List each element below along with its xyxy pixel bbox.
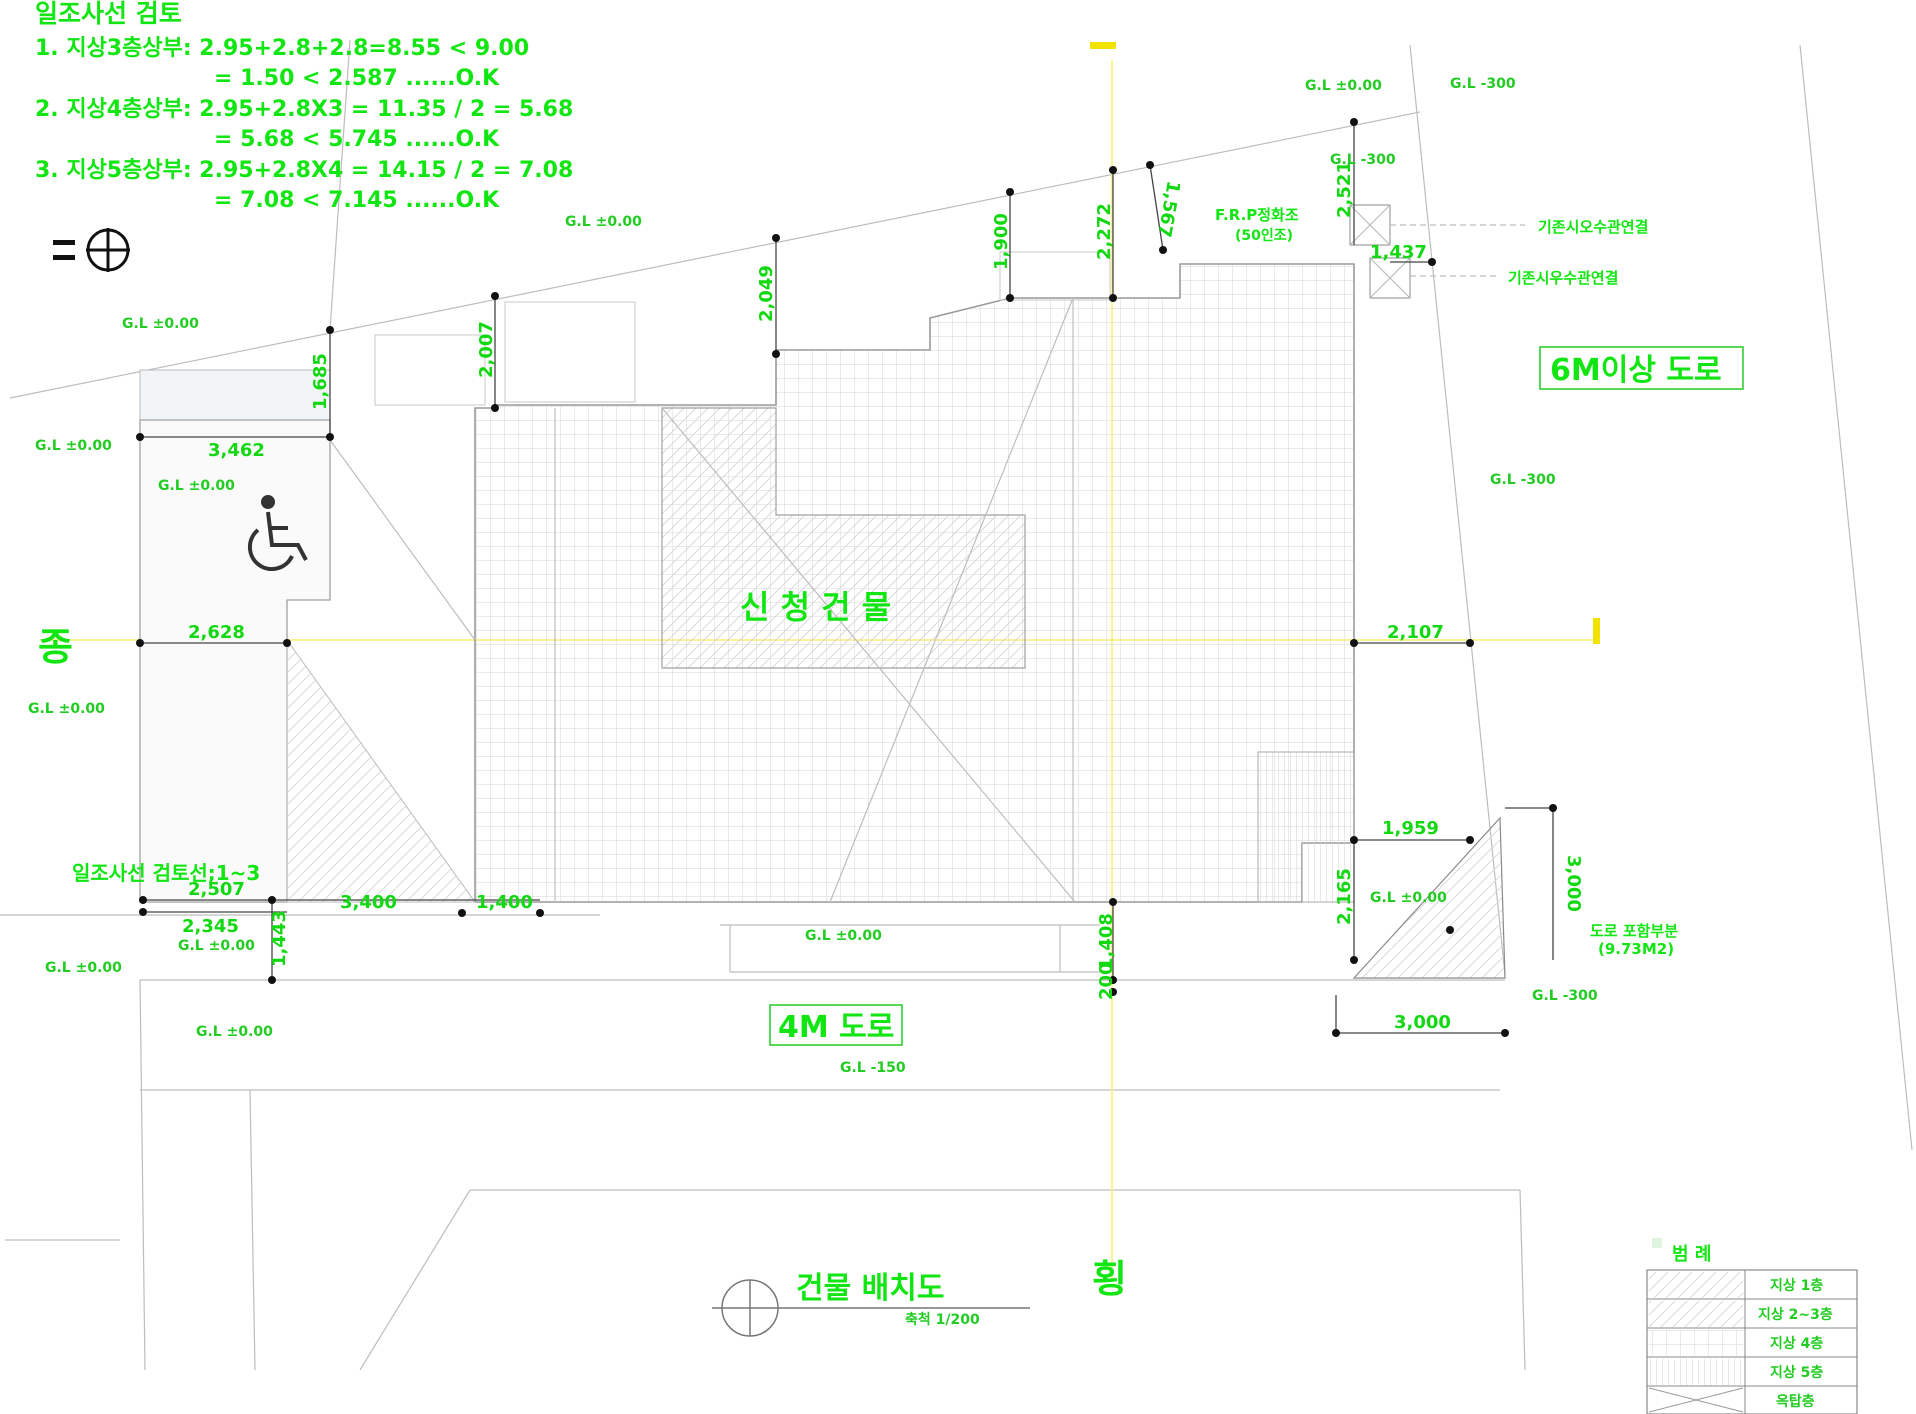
dim-text: 3,000	[1394, 1012, 1451, 1033]
sunlight-line-label: 일조사선 검토선;1~3	[72, 861, 260, 885]
gl-marker: G.L ±0.00	[35, 438, 112, 454]
dimension-texts: 3,462 2,628 2,507 2,345 1,443 3,400 1,40…	[182, 161, 1584, 1033]
gl-marker: G.L ±0.00	[196, 1024, 273, 1040]
north-arrow-icon	[53, 228, 130, 272]
dim-text: 1,567	[1153, 179, 1184, 239]
dim-text: 1,959	[1382, 818, 1439, 839]
dim-text: 2,165	[1334, 868, 1355, 925]
road-included-area: (9.73M2)	[1598, 940, 1674, 958]
dim-text: 2,507	[188, 879, 245, 900]
review-line-1: 1. 지상3층상부: 2.95+2.8+2.8=8.55 < 9.00	[35, 36, 529, 61]
dim-text: 1,685	[310, 353, 331, 410]
drawing-title: 건물 배치도	[796, 1271, 944, 1306]
dim-text: 2,628	[188, 622, 245, 643]
dim-text: 1,900	[991, 213, 1012, 270]
road-4m-label: 4M 도로	[778, 1010, 894, 1045]
dim-text: 2,049	[756, 265, 777, 322]
dim-text: 1,400	[476, 892, 533, 913]
gl-marker: G.L ±0.00	[178, 938, 255, 954]
gl-marker: G.L ±0.00	[565, 214, 642, 230]
gl-marker: G.L ±0.00	[1305, 78, 1382, 94]
gl-marker: G.L ±0.00	[122, 316, 199, 332]
sunlight-review-block: 일조사선 검토 1. 지상3층상부: 2.95+2.8+2.8=8.55 < 9…	[35, 0, 573, 213]
dimension-lines	[140, 122, 1554, 1034]
gl-marker: G.L ±0.00	[28, 701, 105, 717]
ground-level-markers: G.L ±0.00 G.L ±0.00 G.L ±0.00 G.L -300 G…	[28, 76, 1598, 1076]
legend-item: 지상 4층	[1770, 1336, 1823, 1352]
frp-tank-label: F.R.P정화조	[1215, 206, 1299, 224]
gl-marker: G.L ±0.00	[1370, 890, 1447, 906]
building-footprint	[474, 263, 1355, 903]
review-title: 일조사선 검토	[35, 0, 182, 28]
dim-text: 2,272	[1094, 203, 1115, 260]
legend-item: 옥탑층	[1776, 1394, 1815, 1410]
legend-item: 지상 5층	[1770, 1365, 1823, 1381]
review-line-5: 3. 지상5층상부: 2.95+2.8X4 = 14.15 / 2 = 7.08	[35, 158, 573, 183]
gl-marker: G.L -300	[1330, 152, 1396, 168]
dim-text: 2,345	[182, 916, 239, 937]
drawing-title-symbol-icon	[712, 1279, 1030, 1337]
gl-marker: G.L ±0.00	[805, 928, 882, 944]
dimension-dots	[136, 118, 1557, 1037]
dim-text: 2,107	[1387, 622, 1444, 643]
horizontal-section-mark: 횡	[1092, 1257, 1127, 1301]
road-6m-box	[1539, 346, 1744, 390]
drawing-scale: 축척 1/200	[905, 1312, 980, 1328]
dim-text: 1,443	[269, 910, 290, 967]
review-line-6: = 7.08 < 7.145 ......O.K	[214, 188, 500, 213]
road-included-area	[1349, 204, 1506, 979]
gl-marker: G.L -300	[1490, 472, 1556, 488]
parking-area	[139, 251, 1111, 903]
gl-marker: G.L ±0.00	[45, 960, 122, 976]
review-line-2: = 1.50 < 2.587 ......O.K	[214, 66, 500, 91]
dim-text: 1,437	[1370, 242, 1427, 263]
review-line-4: = 5.68 < 5.745 ......O.K	[214, 127, 500, 152]
legend-item: 지상 1층	[1770, 1278, 1823, 1294]
dim-text: 3,462	[208, 440, 265, 461]
gl-marker: G.L -300	[1532, 988, 1598, 1004]
gl-marker: G.L -150	[840, 1060, 906, 1076]
dim-text: 3,400	[340, 892, 397, 913]
legend-item: 지상 2~3층	[1758, 1307, 1833, 1323]
building-label: 신 청 건 물	[740, 588, 891, 626]
frp-tank-sub-label: (50인조)	[1235, 227, 1293, 244]
gl-marker: G.L -300	[1450, 76, 1516, 92]
vertical-section-mark: 종	[38, 625, 73, 669]
dim-text: 1,408	[1096, 913, 1117, 970]
wheelchair-icon	[247, 495, 308, 572]
water-connection-1: 기존시오수관연결	[1538, 218, 1648, 236]
legend: 범 례 지상 1층 지상 2~3층 지상 4층 지상 5층 옥탑층	[1646, 1238, 1858, 1414]
road-6m-label: 6M이상 도로	[1550, 353, 1722, 388]
water-connection-2: 기존시우수관연결	[1508, 269, 1618, 287]
site-boundary-lines	[0, 39, 1913, 1371]
dim-text: 2,007	[476, 321, 497, 378]
dim-text: 200	[1096, 962, 1117, 1000]
dim-text: 2,521	[1334, 161, 1355, 218]
dim-text: 3,000	[1563, 855, 1584, 912]
legend-title: 범 례	[1672, 1244, 1711, 1265]
road-included-label: 도로 포함부분	[1590, 922, 1678, 940]
road-4m-box	[769, 1004, 903, 1046]
gl-marker: G.L ±0.00	[158, 478, 235, 494]
review-line-3: 2. 지상4층상부: 2.95+2.8X3 = 11.35 / 2 = 5.68	[35, 97, 573, 122]
